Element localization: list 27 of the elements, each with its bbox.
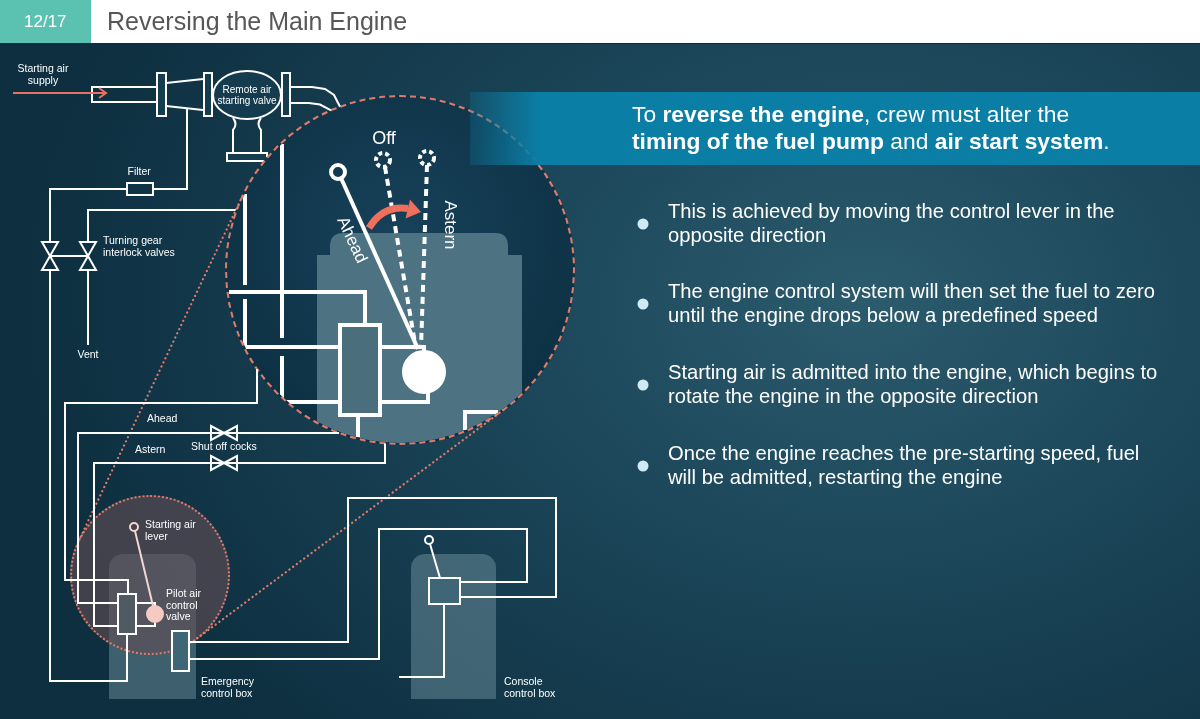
part-label: Vent bbox=[77, 349, 99, 361]
air-pipe bbox=[290, 86, 341, 112]
part-label: Emergency control box bbox=[201, 676, 256, 699]
bullet-text: Once the engine reaches the pre-starting speed, fuel will be admitted, restarting the engine bbox=[668, 442, 1141, 489]
part-label: Starting air lever bbox=[145, 519, 197, 542]
slide-number: 12/17 bbox=[24, 11, 67, 32]
valve bbox=[203, 69, 291, 163]
slide-number-badge bbox=[0, 0, 91, 43]
part-label: Starting air supply bbox=[16, 63, 70, 86]
bullet-text: Starting air is admitted into the engine, which begins to rotate the engine in the opposite direction bbox=[668, 361, 1159, 408]
part-label: Shut off cocks bbox=[191, 441, 257, 453]
part-label: Turning gear interlock valves bbox=[103, 235, 176, 258]
callout-text: To reverse the engine, crew must alter the timing of the fuel pump and air start system. bbox=[632, 101, 1111, 155]
bullet-text: The engine control system will then set the fuel to zero until the engine drops below a predefined speed bbox=[668, 280, 1156, 327]
air-pipe bbox=[93, 442, 386, 627]
projection-line bbox=[77, 194, 244, 543]
bullet-text: This is achieved by moving the control lever in the opposite direction bbox=[668, 200, 1116, 247]
pipe-label: Astern bbox=[135, 444, 166, 456]
slide-title: Reversing the Main Engine bbox=[107, 6, 408, 37]
air-pipe bbox=[64, 368, 258, 581]
pipe-label: Ahead bbox=[147, 413, 178, 425]
lever-position-label: Off bbox=[372, 127, 396, 149]
lever-position-label: Astern bbox=[440, 200, 460, 250]
valve-label: Remote air starting valve bbox=[216, 84, 278, 106]
part-label: Console control box bbox=[504, 676, 557, 699]
part-label: Filter bbox=[127, 166, 151, 178]
callout-band bbox=[470, 92, 1200, 165]
